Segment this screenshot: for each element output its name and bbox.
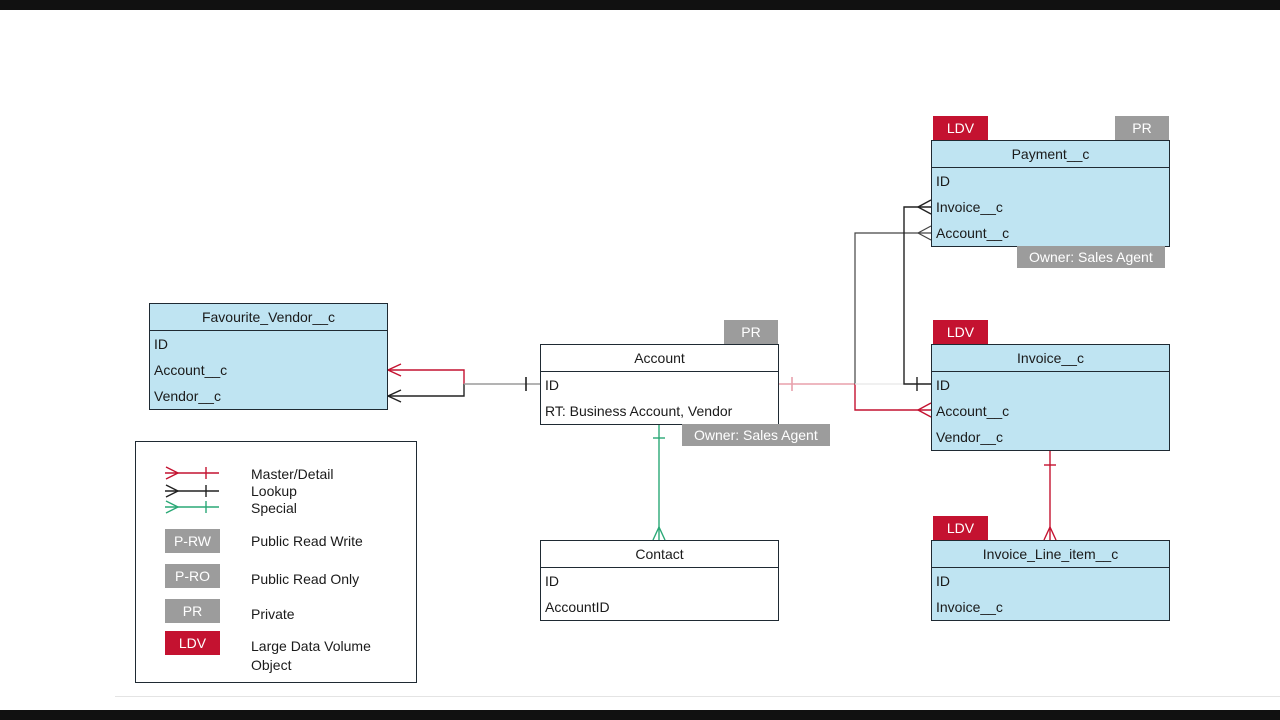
- entity-title: Favourite_Vendor__c: [150, 304, 387, 331]
- legend-badge-pr: PR: [165, 599, 220, 623]
- field-id: ID: [545, 573, 559, 589]
- field-id: ID: [936, 377, 950, 393]
- field-account-id: AccountID: [545, 599, 610, 615]
- field-account: Account__c: [154, 362, 228, 378]
- legend-master-detail-line: [165, 466, 219, 480]
- letterbox-bottom: [0, 710, 1280, 720]
- entity-title: Account: [541, 345, 778, 372]
- account-pr-badge: PR: [724, 320, 778, 344]
- field-account: Account__c: [936, 403, 1010, 419]
- legend-label-pro: Public Read Only: [251, 571, 360, 587]
- entity-account[interactable]: Account ID RT: Business Account, Vendor: [540, 344, 779, 425]
- legend-lookup-line: [165, 484, 219, 498]
- lineitem-ldv-badge: LDV: [933, 516, 988, 540]
- invoice-ldv-badge: LDV: [933, 320, 988, 344]
- field-account: Account__c: [936, 225, 1010, 241]
- divider: [115, 696, 1280, 697]
- letterbox-top: [0, 0, 1280, 10]
- field-id: ID: [545, 377, 559, 393]
- fv-account-lookup: [386, 384, 465, 403]
- account-payment-lookup: [854, 225, 932, 384]
- entity-title: Invoice__c: [932, 345, 1169, 372]
- field-id: ID: [936, 573, 950, 589]
- account-invoice-master-detail: [854, 384, 932, 418]
- legend-line-samples: [165, 466, 219, 514]
- field-vendor: Vendor__c: [936, 429, 1003, 445]
- invoice-payment-lookup: [903, 199, 932, 391]
- payment-owner-badge: Owner: Sales Agent: [1017, 246, 1165, 268]
- field-vendor: Vendor__c: [154, 388, 221, 404]
- account-contact-special: [652, 425, 666, 541]
- account-owner-badge: Owner: Sales Agent: [682, 424, 830, 446]
- entity-title: Payment__c: [932, 141, 1169, 168]
- legend-label-ldv: Large Data Volume Object: [251, 638, 371, 673]
- entity-favourite-vendor[interactable]: Favourite_Vendor__c ID Account__c Vendor…: [149, 303, 388, 410]
- entity-invoice-line-item[interactable]: Invoice_Line_item__c ID Invoice__c: [931, 540, 1170, 621]
- payment-ldv-badge: LDV: [933, 116, 988, 140]
- field-invoice: Invoice__c: [936, 599, 1003, 615]
- field-record-types: RT: Business Account, Vendor: [545, 403, 733, 419]
- legend-badge-ldv: LDV: [165, 631, 220, 655]
- legend-badge-pro: P-RO: [165, 564, 220, 588]
- legend-label-lookup: Lookup: [251, 483, 297, 499]
- entity-payment[interactable]: Payment__c ID Invoice__c Account__c: [931, 140, 1170, 247]
- field-id: ID: [154, 336, 168, 352]
- legend-label-pr: Private: [251, 606, 295, 622]
- legend-badge-prw: P-RW: [165, 529, 220, 553]
- entity-title: Invoice_Line_item__c: [932, 541, 1169, 568]
- legend-special-line: [165, 500, 219, 514]
- legend-label-prw: Public Read Write: [251, 533, 363, 549]
- legend-label-special: Special: [251, 500, 297, 516]
- entity-contact[interactable]: Contact ID AccountID: [540, 540, 779, 621]
- invoice-lineitem-master-detail: [1043, 451, 1057, 541]
- field-id: ID: [936, 173, 950, 189]
- entity-title: Contact: [541, 541, 778, 568]
- fv-account-master-detail: [386, 363, 465, 384]
- field-invoice: Invoice__c: [936, 199, 1003, 215]
- payment-pr-badge: PR: [1115, 116, 1169, 140]
- legend: Master/Detail Lookup Special P-RW Public…: [135, 441, 417, 683]
- legend-label-master-detail: Master/Detail: [251, 466, 334, 482]
- entity-invoice[interactable]: Invoice__c ID Account__c Vendor__c: [931, 344, 1170, 451]
